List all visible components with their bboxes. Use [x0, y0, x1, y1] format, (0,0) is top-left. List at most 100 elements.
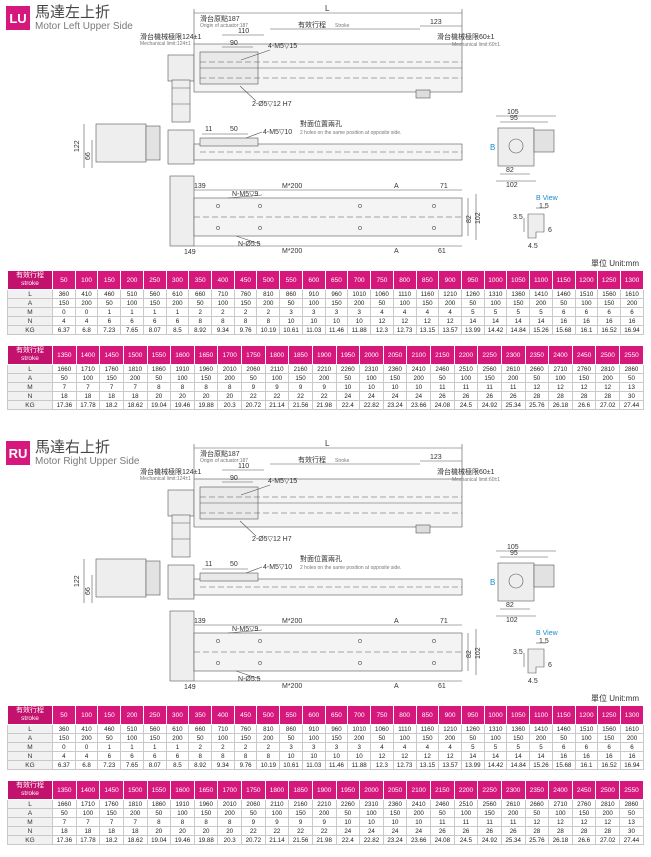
table-cell: 150 — [142, 733, 167, 743]
table-cell: 50 — [430, 373, 455, 383]
table-cell: 2260 — [335, 364, 361, 374]
section-title-zh: 馬達右上折 — [35, 438, 111, 456]
table-cell: 2 — [233, 307, 258, 317]
dim-3-5: 3.5 — [513, 649, 523, 656]
table-cell: 50 — [460, 733, 485, 743]
dim-82a: 82 — [506, 167, 514, 174]
b-view-title: B View — [536, 195, 559, 202]
table-cell: 21.56 — [288, 400, 313, 410]
stroke-value: 750 — [370, 270, 394, 290]
opposite-holes-en: 2 holes on the same position at opposite… — [300, 565, 401, 571]
table-cell: 18 — [75, 391, 101, 401]
table-cell: 12.3 — [370, 325, 394, 335]
stroke-value: 650 — [324, 270, 349, 290]
table-cell: 100 — [75, 373, 101, 383]
stroke-value: 2050 — [382, 345, 408, 365]
table-cell: 18.62 — [122, 835, 148, 845]
stroke-value: 1500 — [122, 345, 148, 365]
table-cell: 360 — [52, 724, 76, 734]
table-cell: 15.68 — [551, 325, 576, 335]
table-cell: 2860 — [619, 799, 644, 809]
stroke-value: 1850 — [288, 780, 313, 800]
front-view: 122 66 11 50 對面位置兩孔 4-M5▽10 2 holes on t… — [74, 554, 463, 603]
table-cell: 50 — [460, 298, 485, 308]
table-cell: 760 — [233, 289, 258, 299]
table-cell: 26 — [430, 826, 455, 836]
table-cell: 1410 — [529, 289, 553, 299]
model-badge: LU — [6, 6, 30, 30]
pitch-bottom: M*200 — [282, 683, 302, 690]
table-cell: 2260 — [335, 799, 361, 809]
table-cell: 21.14 — [264, 835, 290, 845]
table-cell: 7 — [122, 382, 148, 392]
row-label: A — [7, 298, 53, 308]
table-cell: 660 — [188, 724, 213, 734]
motor-block — [167, 489, 195, 517]
table-cell: 24.08 — [430, 835, 455, 845]
table-cell: 150 — [193, 808, 219, 818]
table-cell: 4 — [438, 742, 462, 752]
table-cell: 5 — [529, 742, 553, 752]
stroke-label-en: Stroke — [335, 23, 350, 29]
table-cell: 9 — [241, 382, 266, 392]
mech-limit-left-en: Mechanical limit:124±1 — [140, 41, 191, 47]
table-cell: 2 — [256, 307, 281, 317]
table-cell: 23.66 — [406, 835, 431, 845]
table-cell: 1510 — [574, 724, 599, 734]
table-cell: 27.02 — [595, 400, 620, 410]
dim-71: 71 — [440, 183, 448, 190]
table-cell: 150 — [142, 298, 167, 308]
stroke-value: 2250 — [477, 345, 502, 365]
table-cell: 8 — [146, 382, 172, 392]
table-cell: 25.34 — [500, 400, 526, 410]
table-cell: 13.15 — [415, 325, 440, 335]
table-cell: 200 — [217, 808, 242, 818]
table-cell: 2460 — [430, 799, 455, 809]
table-cell: 16 — [619, 751, 645, 761]
table-cell: 24 — [382, 826, 408, 836]
dim-61: 61 — [438, 683, 446, 690]
stroke-value: 150 — [97, 270, 122, 290]
table-cell: 4 — [415, 742, 440, 752]
dim-105: 105 — [507, 544, 519, 551]
unit-label: 單位 Unit:mm — [591, 694, 639, 703]
table-cell: 1860 — [146, 364, 172, 374]
table-cell: 150 — [233, 733, 258, 743]
mech-limit-right-zh: 滑台機械極限60±1 — [437, 32, 495, 41]
table-cell: 1810 — [122, 799, 148, 809]
table-cell: 24 — [335, 826, 361, 836]
table-cell: 7.65 — [120, 325, 144, 335]
table-cell: 12.73 — [392, 760, 417, 770]
table-cell: 150 — [99, 808, 124, 818]
table-cell: 10 — [382, 817, 408, 827]
table-cell: 5 — [529, 307, 553, 317]
table-cell: 50 — [335, 373, 361, 383]
stroke-label-en: stroke — [21, 280, 39, 287]
table-cell: 10 — [335, 817, 361, 827]
stroke-value: 2450 — [571, 780, 597, 800]
table-cell: 28 — [595, 826, 620, 836]
table-cell: 6 — [597, 742, 621, 752]
table-cell: 1660 — [52, 364, 77, 374]
table-cell: 8 — [233, 751, 258, 761]
stroke-value: 400 — [211, 270, 235, 290]
stroke-value: 250 — [142, 270, 167, 290]
table-cell: 10 — [301, 316, 326, 326]
table-cell: 22.4 — [335, 835, 361, 845]
stroke-label-zh: 有效行程 — [16, 347, 44, 354]
table-cell: 3 — [347, 307, 372, 317]
stroke-value: 1050 — [506, 270, 531, 290]
dim-123: 123 — [430, 19, 442, 26]
table-cell: 26.6 — [571, 400, 597, 410]
table-cell: 6 — [97, 316, 122, 326]
table-cell: 100 — [120, 733, 144, 743]
table-cell: 100 — [392, 733, 417, 743]
stroke-value: 1350 — [52, 780, 77, 800]
table-cell: 50 — [335, 808, 361, 818]
stroke-value: 2350 — [524, 780, 550, 800]
b-view-detail: B View 1.5 3.5 6 4.5 — [513, 630, 559, 685]
